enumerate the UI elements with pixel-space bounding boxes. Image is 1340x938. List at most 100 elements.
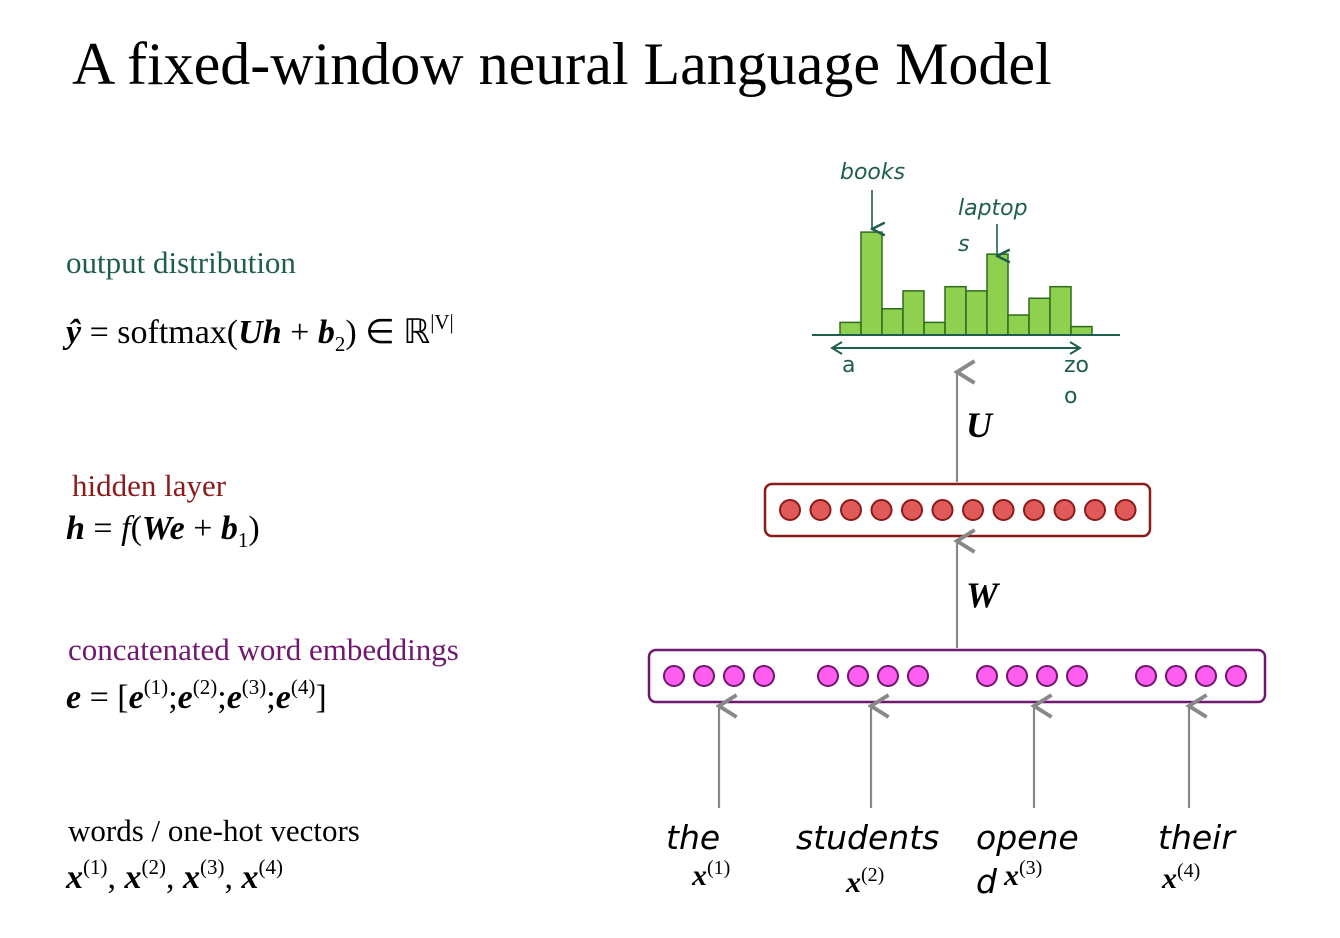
eq-superscript: (3) <box>241 675 267 699</box>
input-word-2: students <box>796 818 940 857</box>
bias-b2-symbol: b <box>317 314 335 351</box>
embedding-layer-box <box>647 648 1267 704</box>
eq-superscript: (2) <box>192 675 218 699</box>
hidden-neuron <box>931 499 954 521</box>
histogram-bar <box>902 290 925 336</box>
histogram-bar <box>1070 325 1093 336</box>
x-superscript: (3) <box>1019 857 1043 879</box>
eq-superscript: |V| <box>430 310 454 334</box>
eq-part: ; <box>168 679 178 716</box>
embedding-3: e <box>226 679 242 716</box>
slide-title: A fixed-window neural Language Model <box>72 31 1052 97</box>
input-vector-4: x(4) <box>1162 860 1200 896</box>
histogram-bar <box>1028 297 1051 336</box>
x-superscript: (1) <box>707 857 731 879</box>
embedding-neuron <box>753 665 775 687</box>
hidden-neuron <box>1053 499 1076 521</box>
laptops-label-line2: s <box>958 232 970 257</box>
vocab-axis-left-arrow-icon <box>830 341 843 355</box>
weight-W-label: W <box>966 575 999 615</box>
eq-part: = <box>84 510 122 547</box>
eq-part: ; <box>266 679 276 716</box>
matrix-U-symbol: U <box>238 314 263 351</box>
books-label: books <box>840 160 906 185</box>
embedding-neuron <box>907 665 929 687</box>
hidden-neuron <box>962 499 984 521</box>
hidden-equation: h = f(We + b1) <box>66 510 260 553</box>
input-vector-2: x(2) <box>846 864 884 900</box>
matrix-W-symbol: W <box>141 510 170 547</box>
input-vector-1: x(1) <box>692 857 730 893</box>
onehot-x1: x <box>66 859 83 896</box>
embedding-neuron <box>1036 665 1058 687</box>
vocab-axis-right-arrow-icon <box>1069 341 1082 355</box>
vocab-start-label: a <box>842 353 856 378</box>
input-word-3: opene <box>976 818 1079 857</box>
function-f-symbol: f <box>121 510 131 547</box>
embedding-neuron <box>1006 665 1028 687</box>
eq-part: = [ <box>81 679 129 716</box>
eq-subscript: 2 <box>334 331 346 356</box>
embedding-neuron <box>976 665 998 687</box>
histogram-bar <box>965 290 988 336</box>
embedding-neuron <box>817 665 839 687</box>
eq-part: , <box>224 859 242 896</box>
embedding-neuron <box>663 665 685 687</box>
onehot-x3: x <box>183 859 200 896</box>
embedding-neuron <box>693 665 715 687</box>
hidden-neuron <box>870 499 893 521</box>
histogram-bar <box>986 253 1009 336</box>
vector-e-symbol: e <box>66 679 82 716</box>
hidden-neuron <box>992 499 1015 521</box>
histogram-bar <box>1049 285 1072 336</box>
eq-part: + <box>184 510 221 547</box>
x-superscript: (2) <box>861 864 885 886</box>
input-word-4: their <box>1158 818 1235 857</box>
histogram-bar <box>1007 314 1030 336</box>
eq-part: , <box>107 859 125 896</box>
eq-superscript: (4) <box>290 675 316 699</box>
vector-h-symbol: h <box>262 314 282 351</box>
embedding-neuron <box>1066 665 1088 687</box>
embedding-neuron <box>847 665 869 687</box>
embedding-neuron <box>1225 665 1247 687</box>
embedding-neuron <box>1165 665 1187 687</box>
eq-part: ( <box>130 510 142 547</box>
vocab-end-label-line1: zo <box>1064 353 1090 378</box>
x-symbol: x <box>846 866 861 899</box>
embedding-neuron <box>1135 665 1157 687</box>
histogram-bar <box>860 231 883 336</box>
hidden-neuron <box>779 499 801 521</box>
histogram-bar <box>881 308 904 336</box>
hidden-neurons <box>779 499 1137 521</box>
eq-part: = softmax( <box>81 314 239 351</box>
weight-U-label: U <box>966 405 992 445</box>
eq-superscript: (4) <box>258 855 284 879</box>
embedding-neuron <box>877 665 899 687</box>
input-word-1: the <box>666 818 721 857</box>
embeddings-equation: e = [e(1);e(2);e(3);e(4)] <box>66 675 327 717</box>
hidden-layer-label: hidden layer <box>72 468 227 503</box>
eq-part: + <box>281 314 318 351</box>
embedding-neuron <box>1195 665 1217 687</box>
x-superscript: (4) <box>1177 860 1201 882</box>
eq-superscript: (1) <box>143 675 169 699</box>
words-equation: x(1), x(2), x(3), x(4) <box>66 855 283 897</box>
vector-e-symbol: e <box>169 510 185 547</box>
onehot-x4: x <box>241 859 259 896</box>
x-symbol: x <box>1004 859 1019 892</box>
embeddings-label: concatenated word embeddings <box>68 632 459 667</box>
words-label: words / one-hot vectors <box>68 813 360 848</box>
y-hat-symbol: ŷ <box>66 314 82 351</box>
embedding-1: e <box>128 679 144 716</box>
eq-superscript: (3) <box>200 855 225 879</box>
vocab-end-label-line2: o <box>1064 384 1078 409</box>
output-distribution-label: output distribution <box>66 245 296 280</box>
output-equation: ŷ = softmax(Uh + b2) ∈ ℝ|V| <box>66 310 454 357</box>
eq-part: ; <box>217 679 227 716</box>
histogram-bar <box>944 285 967 336</box>
embedding-4: e <box>275 679 291 716</box>
hidden-neuron <box>1114 499 1137 521</box>
hidden-neuron <box>901 499 923 521</box>
